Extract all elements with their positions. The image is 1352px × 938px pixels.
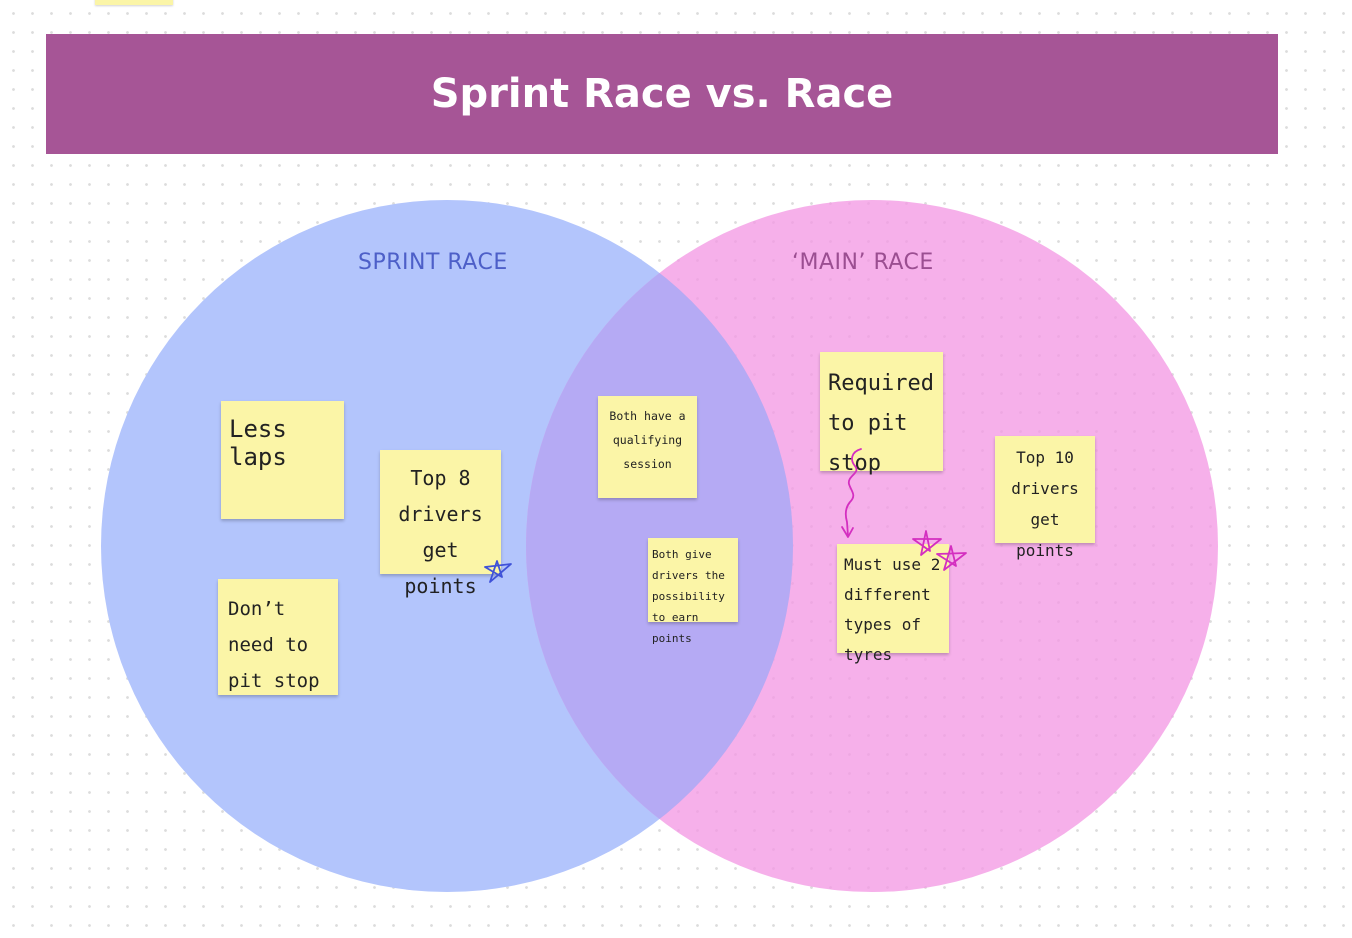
sticky-note-less-laps[interactable]: Less laps: [221, 401, 344, 519]
set-label-main: ‘MAIN’ RACE: [792, 250, 934, 275]
note-text: Both give drivers the possibility to ear…: [652, 548, 725, 645]
page-title: Sprint Race vs. Race: [430, 71, 894, 117]
sticky-note-edge[interactable]: [95, 0, 173, 5]
sticky-note-no-pit[interactable]: Don’t need to pit stop: [218, 579, 338, 695]
sticky-note-tyres[interactable]: Must use 2 different types of tyres: [837, 544, 949, 664]
sticky-note-earn-points[interactable]: Both give drivers the possibility to ear…: [648, 538, 738, 645]
title-banner: Sprint Race vs. Race: [46, 34, 1278, 154]
sticky-note-pit-required[interactable]: Required to pit stop: [820, 352, 943, 476]
note-text: Top 10 drivers get points: [1011, 448, 1079, 560]
sticky-note-top10[interactable]: Top 10 drivers get points: [995, 436, 1095, 560]
note-text: Don’t need to pit stop: [228, 598, 320, 692]
set-label-sprint: SPRINT RACE: [358, 250, 508, 275]
sticky-note-top8[interactable]: Top 8 drivers get points: [380, 450, 501, 598]
note-text: Top 8 drivers get points: [398, 466, 483, 598]
note-text: Required to pit stop: [828, 371, 934, 476]
overlap-region: [526, 200, 793, 892]
sticky-note-qualifying[interactable]: Both have a qualifying session: [598, 396, 697, 498]
note-text: Must use 2 different types of tyres: [844, 555, 941, 664]
note-text: Both have a qualifying session: [609, 409, 686, 471]
note-text: Less laps: [229, 415, 287, 471]
